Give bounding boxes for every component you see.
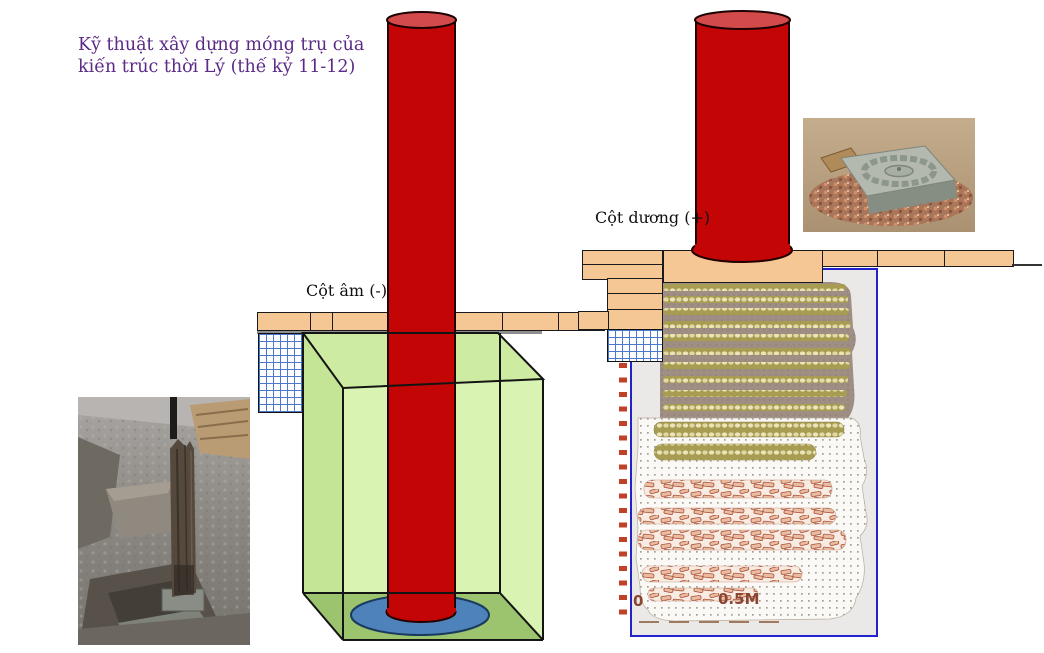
brick — [502, 312, 560, 331]
brick — [332, 312, 392, 331]
brick — [390, 312, 504, 331]
depth-tick-marks — [619, 363, 627, 615]
ground-line — [1012, 264, 1042, 266]
foundation-pit-box — [303, 333, 543, 640]
title-line-1: Kỹ thuật xây dựng móng trụ của — [78, 35, 365, 55]
brick — [257, 312, 312, 331]
negative-column-label: Cột âm (-) — [306, 281, 388, 300]
scale-bar — [639, 621, 787, 623]
title-line-2: kiến trúc thời Lý (thế kỷ 11-12) — [78, 57, 356, 77]
strata-dotted-deposit — [634, 417, 868, 622]
excavation-photo — [78, 397, 250, 645]
brick — [822, 250, 879, 267]
footing-pad — [350, 594, 490, 636]
masonry-platform — [663, 250, 823, 283]
positive-column-label: Cột dương (+) — [595, 208, 711, 227]
pit-box-edges — [301, 332, 546, 641]
brick — [607, 309, 663, 330]
gravel-grid-right — [607, 329, 663, 362]
strata-taupe-block — [660, 282, 856, 418]
brick — [310, 312, 334, 331]
brick — [877, 250, 946, 267]
scale-zero-label: 0 — [633, 592, 644, 610]
brick — [944, 250, 1014, 267]
stratigraphy-panel — [630, 268, 878, 637]
scale-half-meter-label: 0.5M — [718, 590, 760, 608]
brick — [578, 311, 609, 330]
page-title: Kỹ thuật xây dựng móng trụ của kiến trúc… — [78, 34, 364, 78]
stone-base-photo — [803, 118, 975, 232]
gravel-grid-left — [258, 333, 304, 413]
